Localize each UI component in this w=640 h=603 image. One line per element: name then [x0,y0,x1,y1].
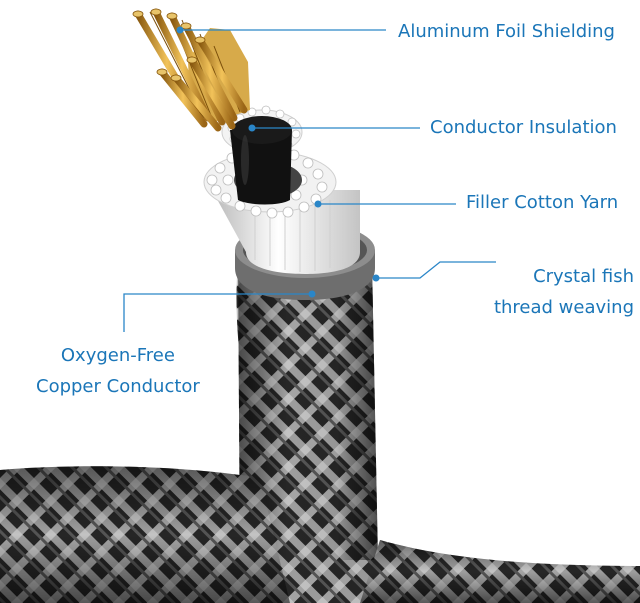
label-aluminum-foil-shielding: Aluminum Foil Shielding [398,21,615,42]
leader-lines [123,26,496,332]
label-crystal-fish-thread-weaving: Crystal fish thread weaving [494,261,634,323]
label-crystal-line1: Crystal fish [533,266,634,287]
braided-jacket [0,262,640,603]
leader-crystal-weave [372,261,496,282]
leader-filler-yarn [314,200,456,208]
copper-strands [132,8,250,132]
leader-conductor-insulation [248,124,420,132]
leader-oxygen-copper [123,290,316,332]
label-oxygen-free-copper-conductor: Oxygen-Free Copper Conductor [36,340,200,402]
label-conductor-insulation: Conductor Insulation [430,117,617,138]
label-oxygen-line2: Copper Conductor [36,376,200,397]
label-filler-cotton-yarn: Filler Cotton Yarn [466,192,619,213]
label-oxygen-line1: Oxygen-Free [60,345,175,366]
leader-aluminum-foil [176,26,386,34]
label-crystal-line2: thread weaving [493,297,634,318]
